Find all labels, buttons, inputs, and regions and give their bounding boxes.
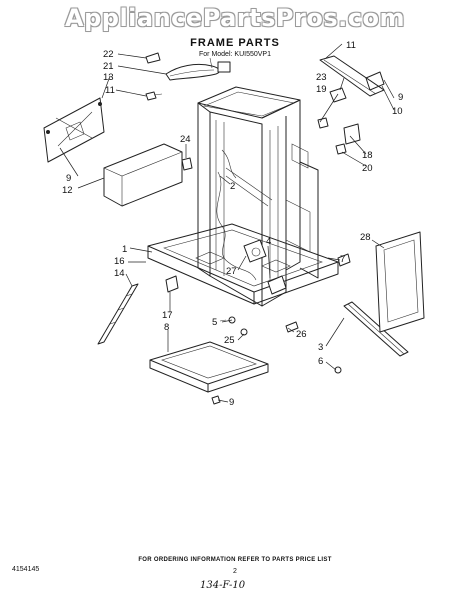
model-line: For Model: KUI550VP1	[199, 51, 271, 58]
page-title: FRAME PARTS	[190, 37, 280, 49]
callout-9-bottom: 9	[229, 397, 234, 408]
strip-14	[97, 283, 139, 345]
callout-12: 12	[62, 185, 73, 196]
callout-10: 10	[392, 106, 403, 117]
callout-5: 5	[212, 317, 217, 328]
callout-27: 27	[226, 266, 237, 277]
callout-26: 26	[296, 329, 307, 340]
clip-17	[165, 275, 179, 293]
tray-8	[149, 341, 269, 393]
harness-21	[145, 52, 231, 81]
leader-lines	[59, 43, 395, 403]
callout-24: 24	[180, 134, 191, 145]
callout-21: 21	[103, 61, 114, 72]
callout-7: 7	[340, 254, 345, 265]
callout-1: 1	[122, 244, 127, 255]
cover-12	[103, 143, 183, 207]
callout-3: 3	[318, 342, 323, 353]
callout-11-left: 11	[105, 85, 115, 96]
fasteners-25-5	[219, 316, 248, 336]
grommet-24	[181, 157, 193, 171]
ordering-info: FOR ORDERING INFORMATION REFER TO PARTS …	[138, 557, 332, 563]
callout-9-right: 9	[398, 92, 403, 103]
callout-9-left: 9	[66, 173, 71, 184]
rod-3	[285, 301, 409, 374]
callout-labels: 22 21 13 11 9 12 24 2 1 16 14 17 8 25 5 …	[62, 40, 403, 408]
callout-17: 17	[162, 310, 173, 321]
watermark: AppliancePartsPros.com	[65, 4, 405, 32]
screw-11	[145, 91, 163, 101]
callout-11-right: 11	[346, 40, 356, 51]
cabinet-frame	[197, 86, 319, 307]
callout-19: 19	[316, 84, 327, 95]
callout-22: 22	[103, 49, 114, 60]
components-27-4	[243, 239, 287, 295]
callout-2: 2	[230, 181, 235, 192]
callout-25: 25	[224, 335, 235, 346]
handwritten-code: 134-F-10	[200, 580, 246, 591]
doc-number: 4154145	[12, 566, 40, 573]
callout-20: 20	[362, 163, 373, 174]
bracket-assembly-23	[317, 55, 385, 129]
base-pan	[147, 223, 339, 305]
callout-6: 6	[318, 356, 323, 367]
callout-13: 13	[103, 72, 114, 83]
callout-28: 28	[360, 232, 371, 243]
side-panel-28	[337, 231, 425, 333]
callout-16: 16	[114, 256, 125, 267]
callout-14: 14	[114, 268, 125, 279]
callout-8: 8	[164, 322, 169, 333]
bracket-13	[43, 97, 105, 163]
callout-23: 23	[316, 72, 327, 83]
callout-4: 4	[266, 236, 271, 247]
bracket-18-20	[335, 123, 361, 155]
page-number: 2	[233, 568, 237, 575]
screw-9-bottom	[211, 395, 221, 405]
callout-18: 18	[362, 150, 373, 161]
